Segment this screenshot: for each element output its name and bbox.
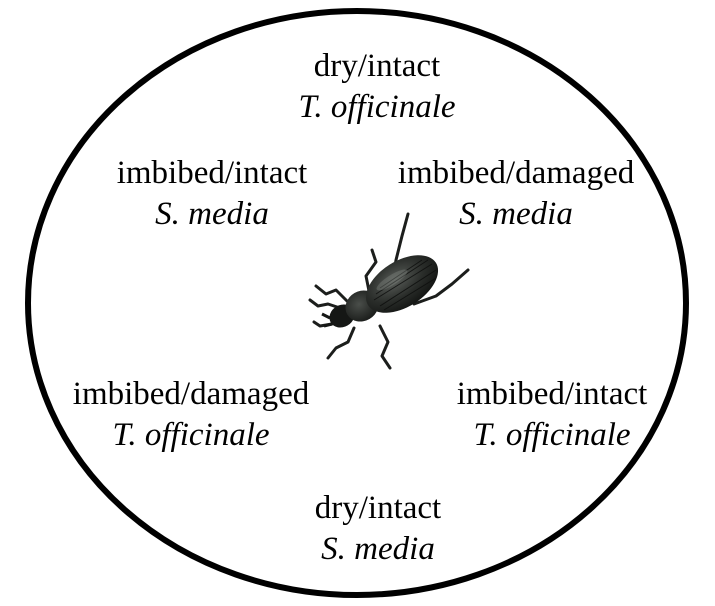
position-bottom-species: S. media xyxy=(278,529,478,570)
position-top: dry/intact T. officinale xyxy=(277,46,477,129)
position-top-treatment: dry/intact xyxy=(277,46,477,87)
position-lower-right-treatment: imbibed/intact xyxy=(432,374,672,415)
position-lower-right: imbibed/intact T. officinale xyxy=(432,374,672,457)
position-bottom: dry/intact S. media xyxy=(278,488,478,571)
position-bottom-treatment: dry/intact xyxy=(278,488,478,529)
position-top-species: T. officinale xyxy=(277,87,477,128)
position-lower-left: imbibed/damaged T. officinale xyxy=(55,374,327,457)
position-lower-left-species: T. officinale xyxy=(55,415,327,456)
position-lower-left-treatment: imbibed/damaged xyxy=(55,374,327,415)
position-upper-right-treatment: imbibed/damaged xyxy=(380,153,652,194)
position-upper-left-treatment: imbibed/intact xyxy=(92,153,332,194)
position-lower-right-species: T. officinale xyxy=(432,415,672,456)
ground-beetle-icon xyxy=(296,200,486,375)
